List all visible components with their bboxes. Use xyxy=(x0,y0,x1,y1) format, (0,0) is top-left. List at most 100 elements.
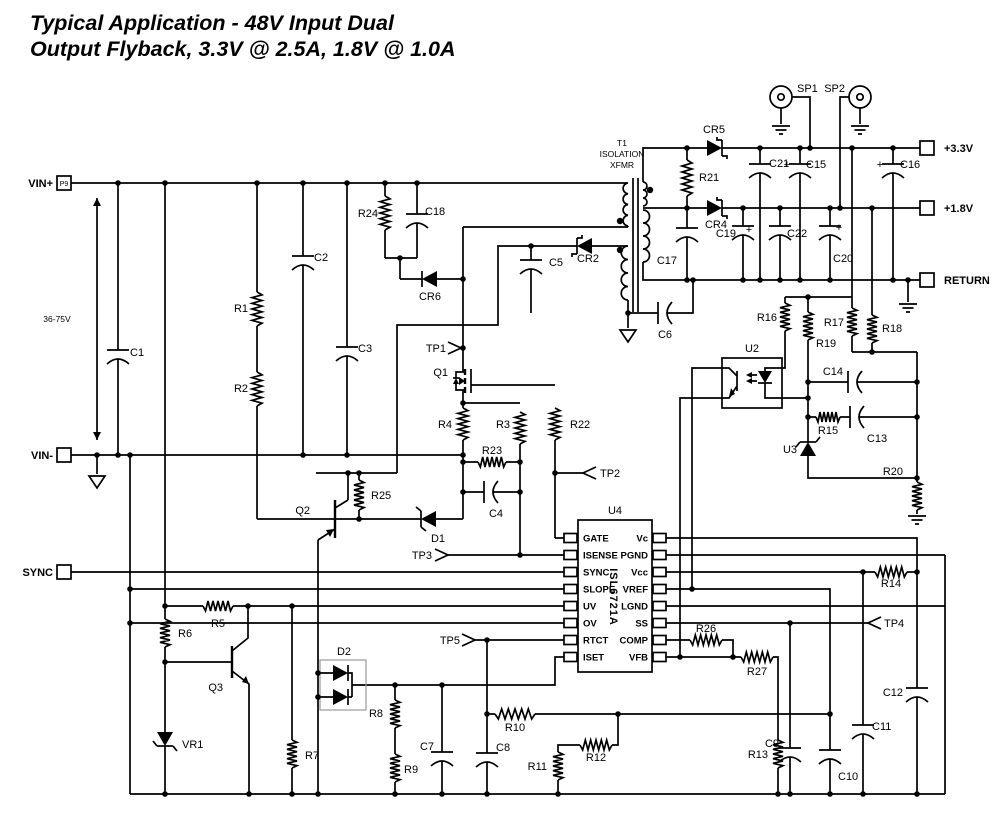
label-R23: R23 xyxy=(482,445,502,457)
label-R5: R5 xyxy=(211,618,225,630)
wires-switch-sense xyxy=(257,227,583,556)
scope-probe-SP1-icon[interactable] xyxy=(769,85,793,109)
label-R1: R1 xyxy=(234,303,248,315)
label-D2: D2 xyxy=(337,646,351,658)
label-R7: R7 xyxy=(305,750,319,762)
wires-output-section xyxy=(632,96,920,312)
label-SP2: SP2 xyxy=(824,83,845,95)
pin-RTCT xyxy=(563,634,578,646)
pin-ISET xyxy=(563,651,578,663)
label-C14: C14 xyxy=(823,366,843,378)
capacitor-C20-symbol xyxy=(818,225,842,241)
label-C15: C15 xyxy=(806,159,826,171)
scope-probe-SP2-icon[interactable] xyxy=(848,85,872,109)
label-C4: C4 xyxy=(489,508,503,520)
resistor-R21-symbol xyxy=(679,159,695,197)
label-R11: R11 xyxy=(528,761,547,773)
label-pin-VC: Vc xyxy=(636,534,648,545)
label-R20: R20 xyxy=(883,466,903,478)
ground-sp2-icon xyxy=(851,125,869,135)
resistor-R24-symbol xyxy=(376,195,394,231)
label-return: RETURN xyxy=(944,275,990,287)
label-R10: R10 xyxy=(505,722,525,734)
resistor-R2-symbol xyxy=(248,371,266,407)
label-R17: R17 xyxy=(824,317,844,329)
capacitor-C10-symbol xyxy=(818,749,842,765)
label-R8: R8 xyxy=(369,708,383,720)
diode-D2b-symbol xyxy=(333,689,349,705)
diode-CR4-symbol xyxy=(707,197,728,219)
pin-SYNC xyxy=(563,566,578,578)
diode-CR6-symbol xyxy=(421,271,437,287)
label-pin-RTCT: RTCT xyxy=(583,636,609,647)
label-C3: C3 xyxy=(358,343,372,355)
label-pin-PGND: PGND xyxy=(621,551,649,562)
label-TP2: TP2 xyxy=(600,468,620,480)
resistor-R1-symbol xyxy=(248,291,266,327)
label-C6: C6 xyxy=(658,329,672,341)
label-C7: C7 xyxy=(420,741,434,753)
resistor-R25-symbol xyxy=(353,479,367,511)
terminal-1v8[interactable] xyxy=(919,200,935,216)
label-R27: R27 xyxy=(747,666,767,678)
label-pin-ISENSE: ISENSE xyxy=(583,551,618,562)
label-TP5: TP5 xyxy=(440,635,460,647)
capacitor-C12-symbol xyxy=(905,687,929,703)
pin-PGND xyxy=(652,549,667,561)
label-T1-isolation: ISOLATION xyxy=(600,149,645,159)
mosfet-Q1-symbol xyxy=(453,365,472,398)
terminal-3v3[interactable] xyxy=(919,140,935,156)
label-U4-part: ISL6721A xyxy=(607,568,619,626)
label-pin-VCC: Vcc xyxy=(631,568,648,579)
testpoint-TP4-icon xyxy=(865,616,882,630)
label-U2: U2 xyxy=(745,343,759,355)
capacitor-C13-symbol xyxy=(849,405,865,429)
capacitor-C17-symbol xyxy=(675,227,699,243)
label-sync: SYNC xyxy=(22,567,53,579)
resistor-R15-symbol xyxy=(815,411,841,425)
label-T1-xfmr: XFMR xyxy=(610,160,634,170)
label-out-3v3: +3.3V xyxy=(944,143,974,155)
label-C9: C9 xyxy=(765,738,779,750)
pin-UV xyxy=(563,600,578,612)
input-range-arrow xyxy=(93,198,101,440)
capacitor-C6-symbol xyxy=(657,301,673,325)
resistor-R12-symbol xyxy=(579,736,613,754)
label-out-1v8: +1.8V xyxy=(944,203,974,215)
label-C17: C17 xyxy=(657,255,677,267)
label-R16: R16 xyxy=(757,312,777,324)
resistor-R22-symbol xyxy=(546,407,564,441)
label-vin-minus: VIN- xyxy=(31,450,53,462)
resistor-R11-symbol xyxy=(552,751,566,781)
label-vin-plus-pin: P9 xyxy=(60,181,69,188)
capacitor-C2-symbol xyxy=(291,255,315,271)
optocoupler-U2-symbol xyxy=(721,357,783,409)
label-vin-plus: VIN+ xyxy=(28,178,53,190)
diode-CR2-symbol xyxy=(571,235,592,257)
resistor-R20-symbol xyxy=(911,481,925,511)
resistor-R16-symbol xyxy=(779,302,793,332)
pin-SLOPE xyxy=(563,583,578,595)
pin-COMP xyxy=(652,634,667,646)
resistor-R8-symbol xyxy=(389,699,403,729)
terminal-return[interactable] xyxy=(919,272,935,288)
transformer-T1-symbol xyxy=(616,181,654,301)
terminal-sync[interactable] xyxy=(56,564,72,580)
terminal-vin-minus[interactable] xyxy=(56,447,72,463)
wires-feedback-section xyxy=(679,148,918,657)
resistor-R7-symbol xyxy=(286,739,300,769)
label-R2: R2 xyxy=(234,383,248,395)
label-C16: C16 xyxy=(900,159,920,171)
label-R19: R19 xyxy=(816,338,836,350)
label-pin-VFB: VFB xyxy=(629,653,648,664)
terminal-vin-plus[interactable] xyxy=(56,175,72,191)
label-C1: C1 xyxy=(130,347,144,359)
label-C20: C20 xyxy=(833,253,853,265)
pin-OV xyxy=(563,617,578,629)
resistor-R13-symbol xyxy=(772,739,786,769)
label-SP1: SP1 xyxy=(797,83,818,95)
wires-controller-left-bottom xyxy=(71,571,945,795)
transistor-Q3-symbol xyxy=(230,646,249,684)
label-R24: R24 xyxy=(358,208,378,220)
